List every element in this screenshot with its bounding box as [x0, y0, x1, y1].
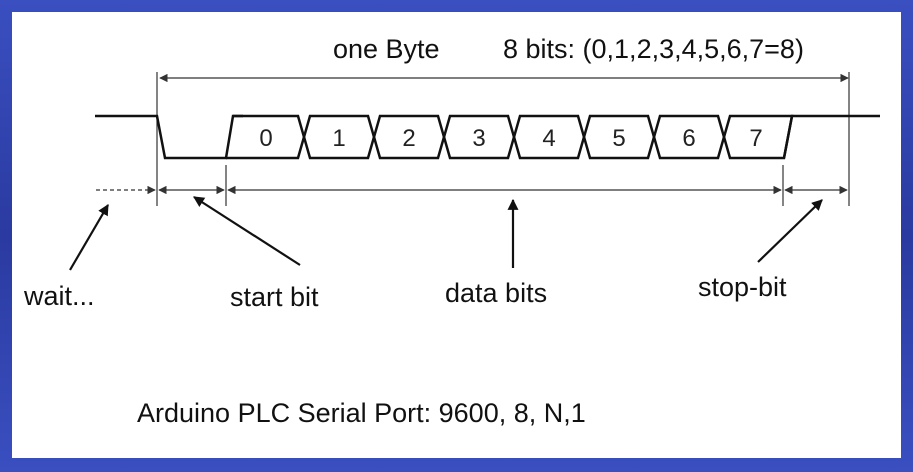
- bit-label-1: 1: [332, 125, 345, 152]
- signal-idle-and-start: [95, 114, 243, 160]
- wait-pointer-arrow: [69, 204, 109, 271]
- wait-label: wait...: [23, 281, 95, 311]
- stop-bit-pointer-arrow: [757, 199, 823, 263]
- start-bit-pointer-arrow: [193, 196, 301, 266]
- one-byte-label: one Byte: [333, 34, 440, 64]
- serial-config-caption: Arduino PLC Serial Port: 9600, 8, N,1: [137, 398, 586, 428]
- bit-cell-7: [722, 114, 794, 160]
- stop-bit-label: stop-bit: [698, 272, 787, 302]
- diagram-panel: [12, 12, 901, 458]
- bit-label-0: 0: [259, 125, 272, 152]
- bits-count-label: 8 bits: (0,1,2,3,4,5,6,7=8): [503, 34, 804, 64]
- bit-label-6: 6: [682, 125, 695, 152]
- signal-stop-and-idle: [782, 114, 880, 159]
- bit-label-7: 7: [749, 125, 762, 152]
- data-bit-cells: [226, 114, 794, 160]
- start-bit-label: start bit: [230, 282, 319, 312]
- bit-label-4: 4: [542, 125, 555, 152]
- bit-label-5: 5: [612, 125, 625, 152]
- data-bits-label: data bits: [445, 278, 547, 308]
- bit-label-3: 3: [472, 125, 485, 152]
- bit-label-2: 2: [402, 125, 415, 152]
